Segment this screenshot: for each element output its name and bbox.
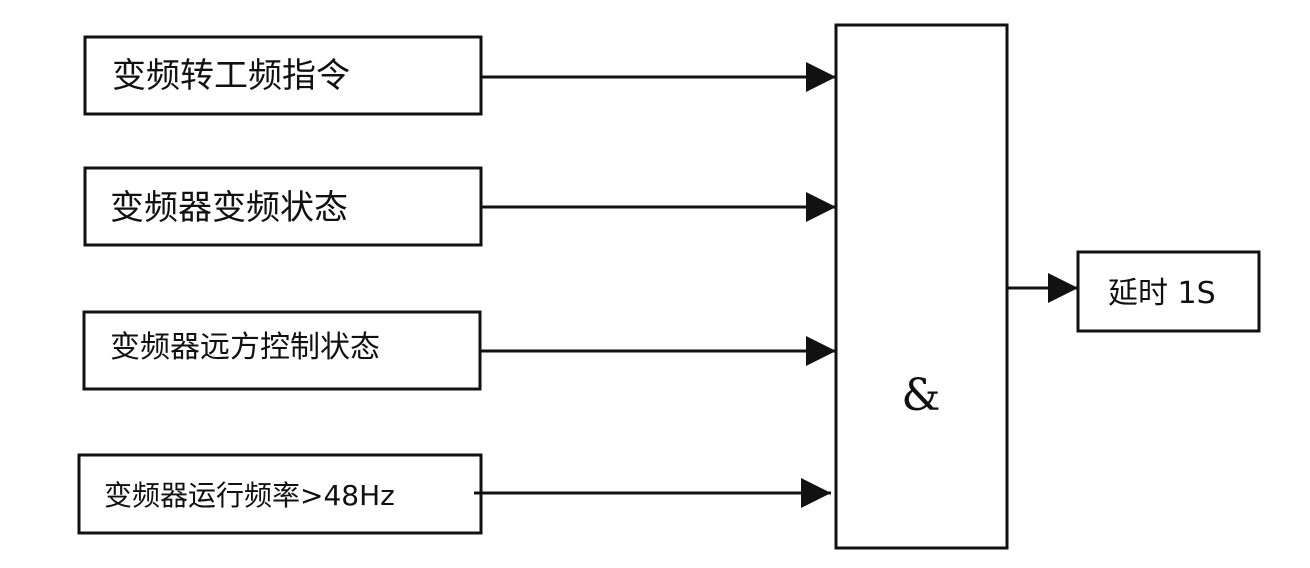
input-box-1: 变频转工频指令 bbox=[83, 35, 483, 116]
input-box-4: 变频器运行频率>48Hz bbox=[77, 453, 483, 535]
input-label-3: 变频器远方控制状态 bbox=[110, 330, 380, 365]
input-box-2: 变频器变频状态 bbox=[83, 166, 483, 247]
input-label-2: 变频器变频状态 bbox=[110, 188, 348, 228]
output-box: 延时 1S bbox=[1076, 250, 1261, 333]
and-gate: & bbox=[834, 23, 1009, 550]
input-box-3: 变频器远方控制状态 bbox=[82, 310, 482, 391]
input-label-4: 变频器运行频率>48Hz bbox=[104, 479, 395, 512]
output-label: 延时 1S bbox=[1108, 276, 1216, 311]
input-label-1: 变频转工频指令 bbox=[112, 56, 350, 96]
and-gate-symbol: & bbox=[901, 370, 940, 421]
